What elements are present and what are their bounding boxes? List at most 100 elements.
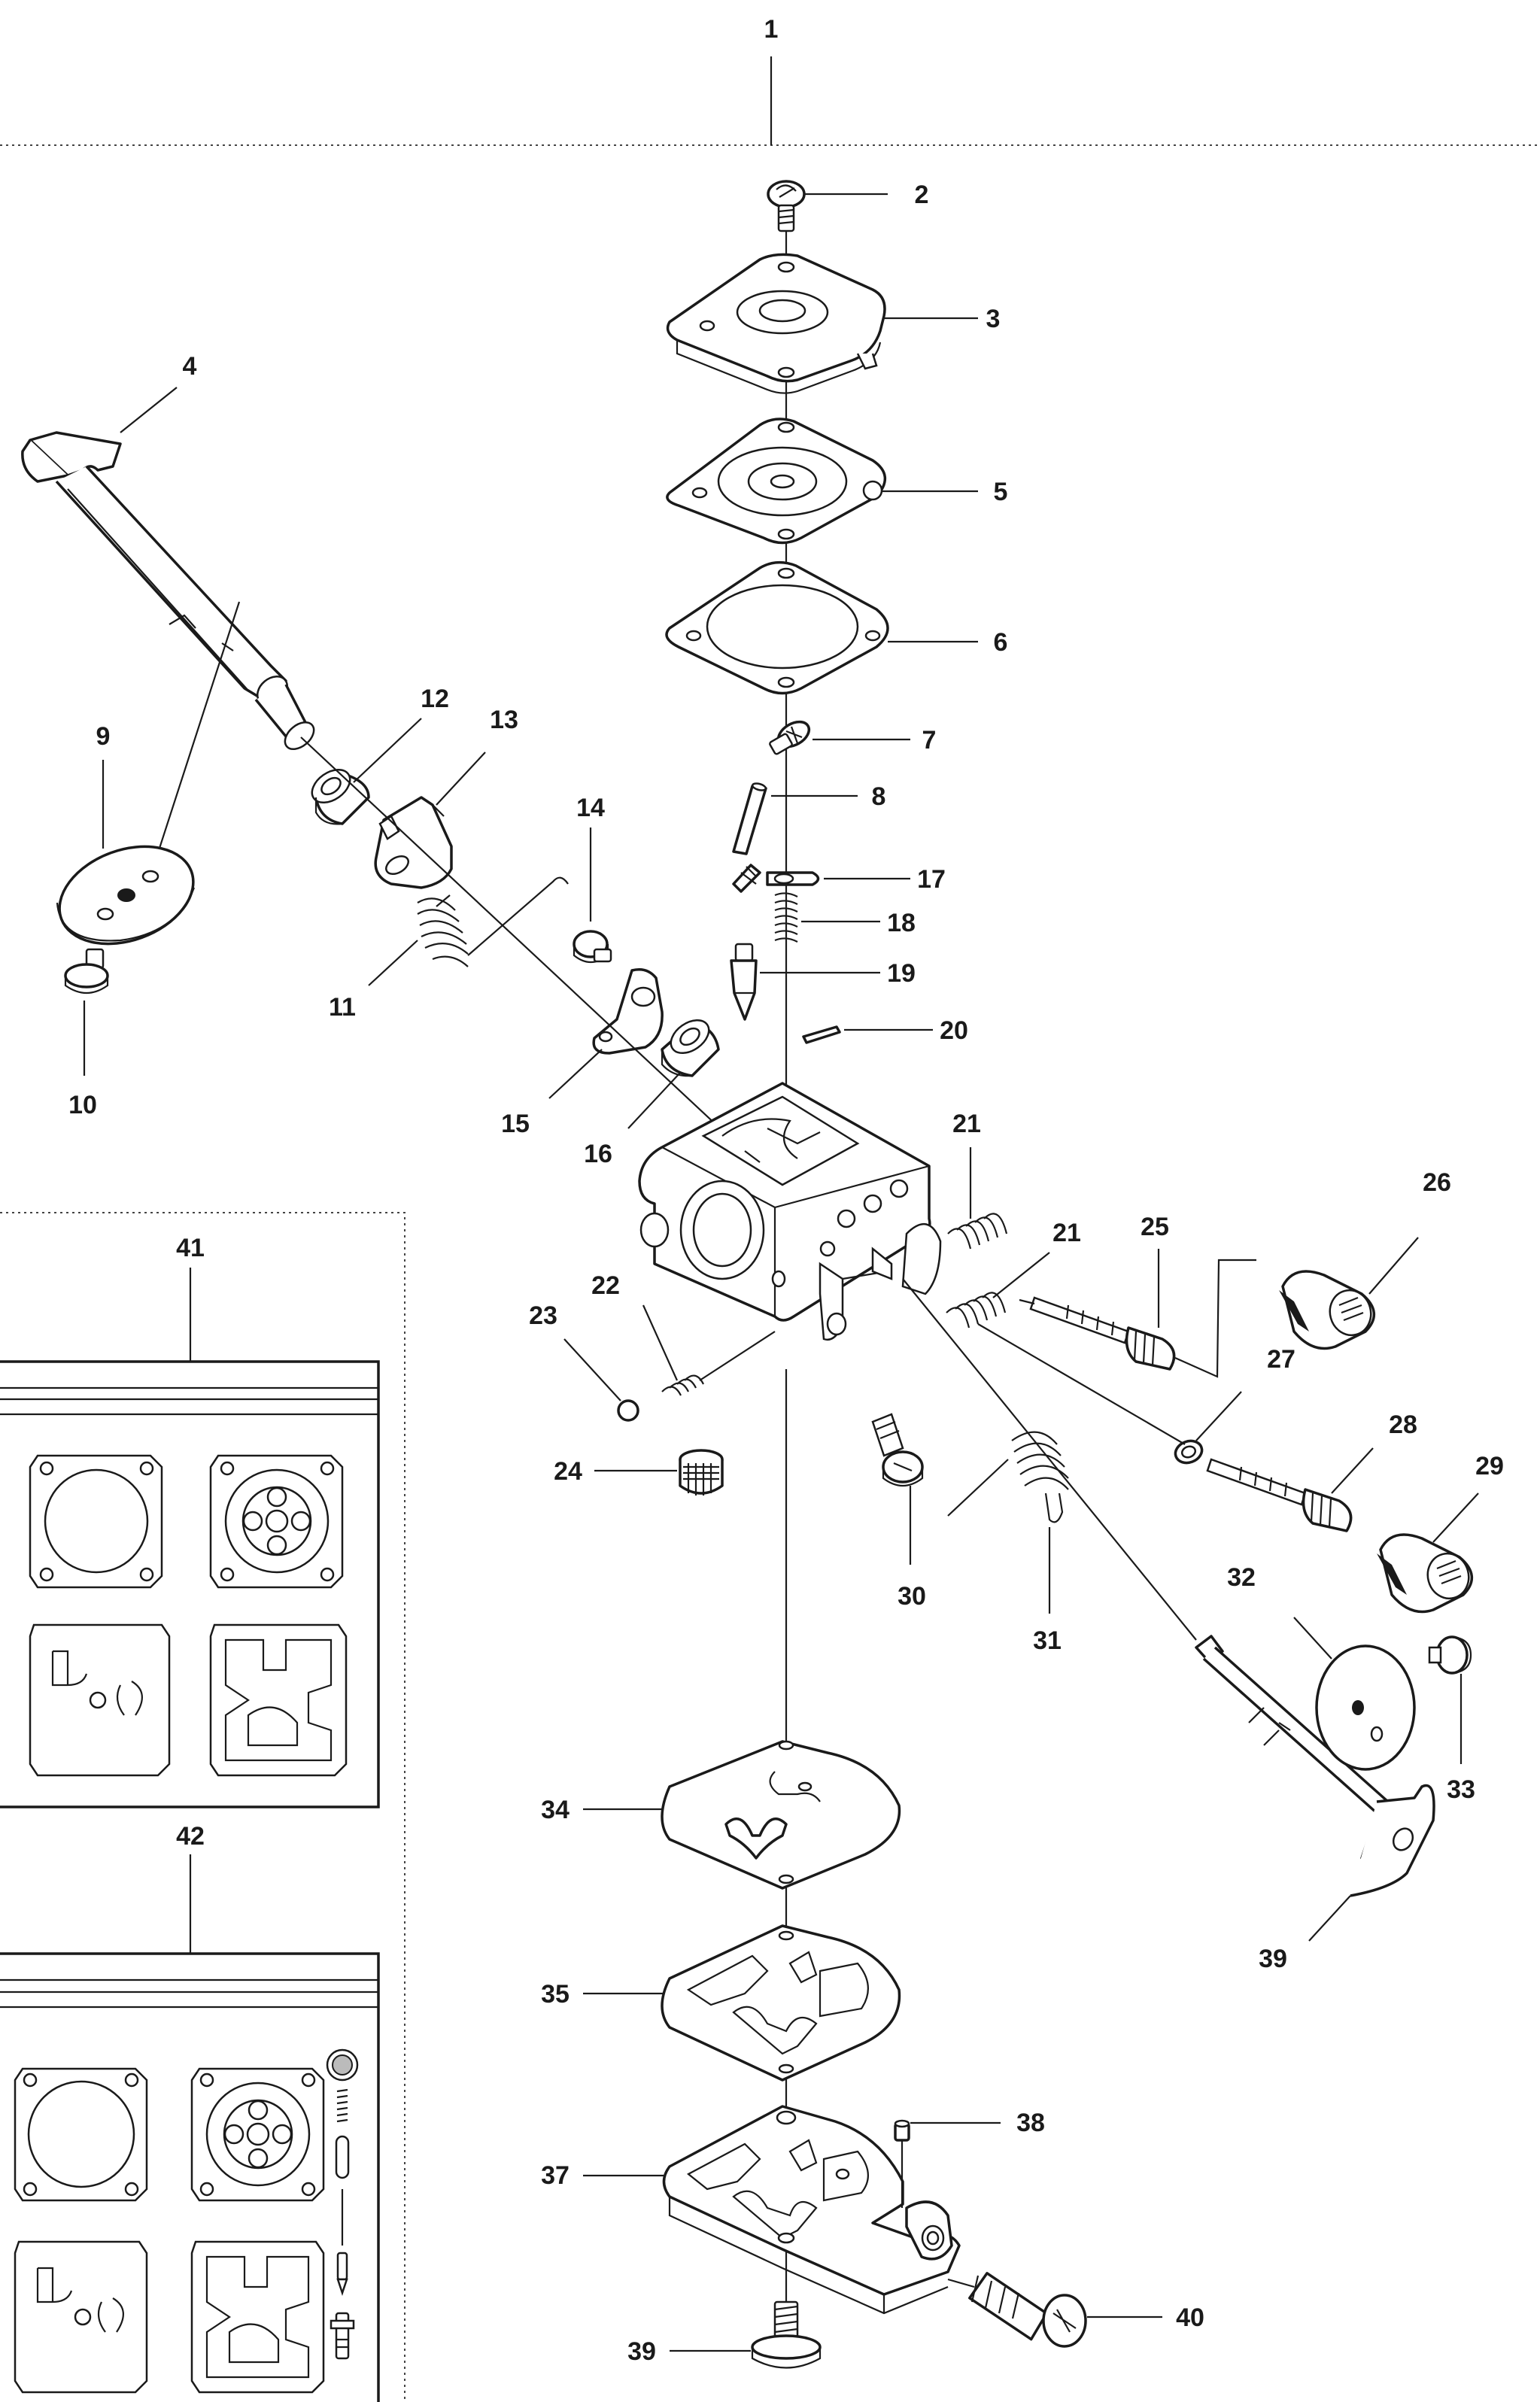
leader-4 (120, 387, 178, 433)
label-26: 26 (1423, 1168, 1451, 1197)
label-6: 6 (994, 628, 1008, 657)
label-40: 40 (1176, 2303, 1204, 2332)
label-28: 28 (1389, 1411, 1417, 1439)
leader-29 (1432, 1493, 1479, 1543)
part-24-filter-screen (679, 1449, 724, 1496)
part-39-bottom-screw (751, 2300, 822, 2369)
leader-25-26-link (1174, 1259, 1256, 1378)
label-9: 9 (96, 722, 111, 751)
leader-23 (563, 1338, 621, 1401)
part-2-screw (767, 180, 806, 232)
part-21-lower-spring (946, 1292, 1007, 1329)
label-2: 2 (915, 181, 929, 209)
part-31-spring (947, 1431, 1069, 1523)
leader-21b (992, 1252, 1050, 1298)
label-15: 15 (501, 1110, 530, 1138)
kit-41-gasket-kit (0, 1212, 406, 2402)
label-17: 17 (917, 865, 946, 894)
leader-16 (627, 1071, 682, 1129)
label-16: 16 (584, 1140, 612, 1168)
part-5-pump-diaphragm (666, 418, 887, 545)
label-39-right: 39 (1259, 1945, 1287, 1973)
label-group: 1 2 3 4 5 6 7 8 9 10 11 12 13 14 15 16 1… (68, 15, 1504, 2366)
part-26-limiter-cap (1279, 1270, 1376, 1350)
label-31: 31 (1033, 1626, 1062, 1655)
leader-32 (1293, 1617, 1332, 1660)
part-35-metering-gasket (661, 1924, 901, 2082)
assembly-axis-needle (977, 1323, 1186, 1445)
leader-26 (1368, 1237, 1419, 1295)
part-37-metering-cover (662, 2105, 961, 2315)
label-21-lower: 21 (1052, 1219, 1081, 1247)
label-12: 12 (421, 685, 449, 713)
label-30: 30 (898, 1582, 926, 1611)
leader-11 (368, 940, 418, 986)
part-27-o-ring (1174, 1439, 1204, 1465)
assembly-axis-shaft (300, 736, 753, 1159)
label-38: 38 (1016, 2109, 1045, 2137)
label-14: 14 (576, 794, 605, 822)
part-17-inlet-lever (732, 864, 820, 893)
part-23-ball (617, 1399, 639, 1422)
label-1: 1 (764, 15, 779, 44)
part-3-pump-cover (666, 253, 886, 394)
assembly-axis-check (699, 1331, 776, 1381)
label-8: 8 (872, 782, 886, 811)
part-11-return-spring (417, 876, 569, 967)
label-41: 41 (176, 1234, 205, 1262)
label-13: 13 (490, 706, 518, 734)
leader-15 (548, 1049, 603, 1099)
label-5: 5 (994, 478, 1008, 506)
leader-axis-4-9 (145, 601, 241, 888)
label-7: 7 (922, 726, 937, 755)
part-29-limiter-cap (1377, 1533, 1474, 1614)
label-42: 42 (176, 1822, 205, 1851)
part-16-bushing (661, 1019, 720, 1077)
leader-12 (353, 718, 422, 783)
label-34: 34 (541, 1796, 570, 1824)
part-14-screw (573, 930, 612, 964)
part-38-pin (894, 2119, 910, 2142)
leader-22 (642, 1304, 679, 1381)
part-21-upper-spring (947, 1213, 1008, 1250)
label-35: 35 (541, 1980, 570, 2009)
label-37: 37 (541, 2161, 570, 2190)
part-32-choke-valve (1315, 1644, 1416, 1771)
part-7-screw (769, 720, 811, 755)
part-19-inlet-needle (730, 943, 758, 1021)
part-15-choke-lever (592, 968, 664, 1055)
part-34-metering-diaphragm (661, 1740, 901, 1890)
part-8-pin (732, 782, 767, 855)
label-10: 10 (68, 1091, 97, 1119)
assembly-axis-choke (902, 1278, 1197, 1641)
leader-28 (1331, 1447, 1374, 1494)
label-22: 22 (591, 1271, 620, 1300)
leader-13 (436, 752, 486, 806)
part-4-throttle-shaft (21, 431, 315, 750)
label-20: 20 (940, 1016, 968, 1045)
part-40-screw (947, 2272, 1087, 2348)
part-39-choke-shaft (1195, 1635, 1435, 1897)
part-20-pin (802, 1025, 841, 1044)
part-10-screw (64, 948, 109, 994)
label-21-upper: 21 (952, 1110, 981, 1138)
label-27: 27 (1267, 1345, 1295, 1374)
carburetor-body (638, 1082, 942, 1341)
part-28-adjusting-needle (1206, 1458, 1353, 1532)
part-30-screw (871, 1413, 924, 1487)
label-18: 18 (887, 909, 916, 937)
part-22-spring (661, 1374, 704, 1396)
leader-27 (1195, 1391, 1242, 1441)
kit-42-repair-kit (0, 1854, 380, 2402)
part-18-spring (774, 892, 798, 943)
part-6-pump-gasket (665, 560, 889, 695)
label-3: 3 (986, 305, 1001, 333)
label-25: 25 (1141, 1213, 1169, 1241)
label-4: 4 (183, 352, 197, 381)
label-19: 19 (887, 959, 916, 988)
label-39-bottom: 39 (627, 2337, 656, 2366)
label-29: 29 (1475, 1452, 1504, 1480)
part-33-screw (1428, 1635, 1472, 1675)
